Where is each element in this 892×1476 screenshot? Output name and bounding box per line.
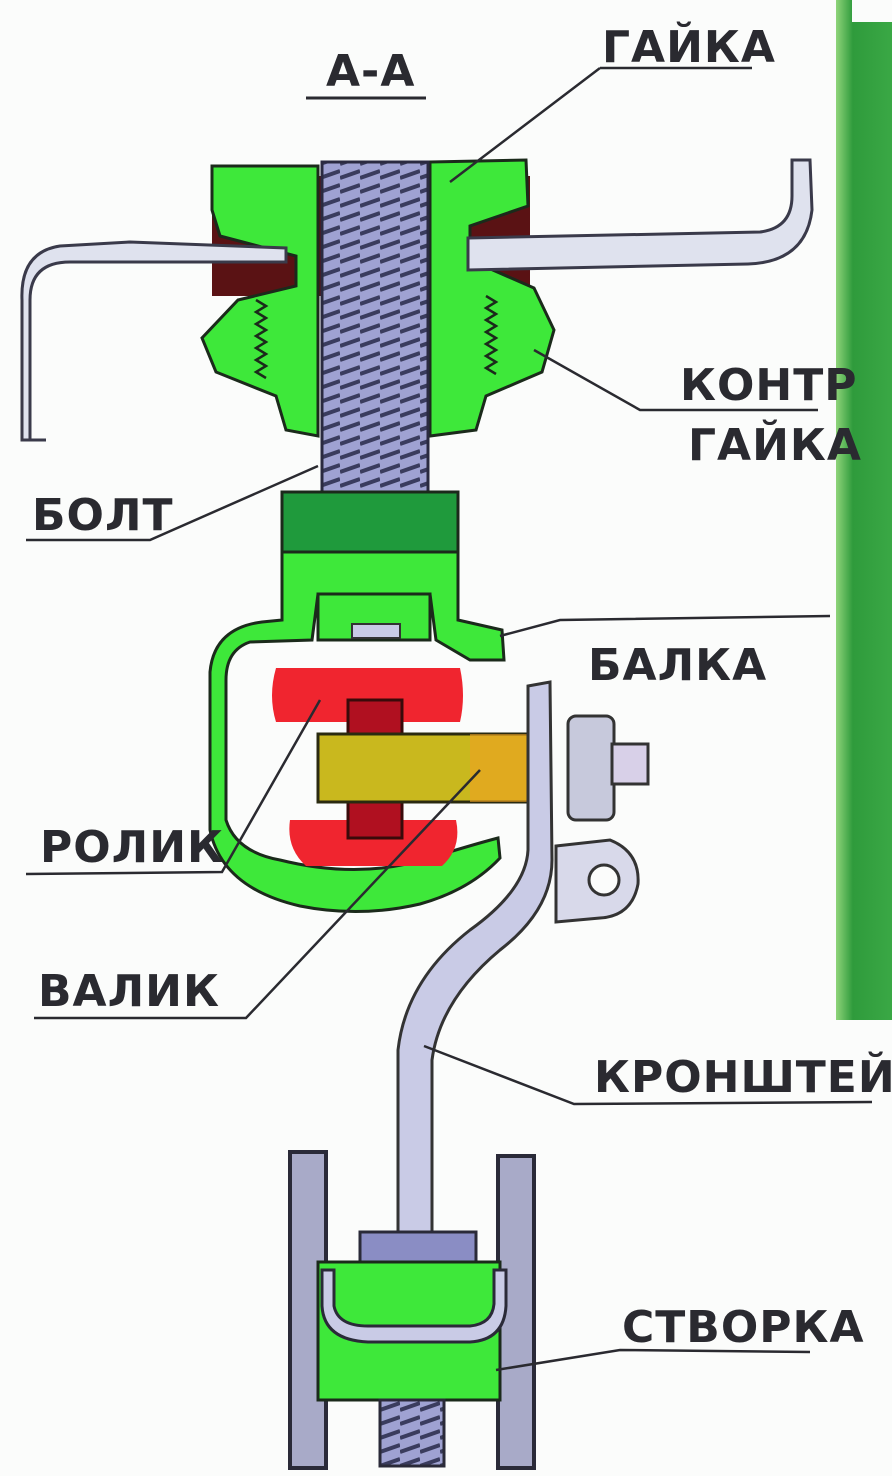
wall-strip-highlight (852, 0, 892, 22)
beam (208, 550, 506, 913)
sash-bracket-cup (320, 1268, 508, 1344)
locknut-thread-left (253, 298, 269, 380)
strap-right (466, 158, 814, 272)
leader-lines (25, 66, 873, 1372)
wall-strip (836, 0, 892, 1020)
label-beam: БАЛКА (588, 640, 767, 691)
section-label: А-А (326, 46, 415, 97)
label-sash: СТВОРКА (622, 1302, 865, 1353)
shaft-tip (470, 734, 530, 802)
nut-right (428, 158, 556, 438)
bracket-nut (566, 714, 616, 822)
roller-top (272, 668, 463, 722)
label-shaft: ВАЛИК (38, 966, 220, 1017)
beam-pin (351, 623, 401, 639)
locknut-thread-right (483, 294, 499, 376)
bracket-lug-hole (587, 863, 621, 897)
label-roller: РОЛИК (40, 822, 224, 873)
bracket-bolt-end (610, 742, 650, 786)
bolt (320, 160, 430, 498)
label-nut: ГАЙКА (602, 20, 776, 73)
label-locknut-2: ГАЙКА (688, 418, 862, 471)
strap-left (20, 240, 288, 442)
sash-head-nut (358, 1230, 478, 1264)
label-locknut-1: КОНТР (680, 360, 857, 411)
roller-bottom (289, 820, 458, 866)
label-bolt: БОЛТ (32, 490, 174, 541)
label-bracket: КРОНШТЕЙН (594, 1050, 892, 1103)
sash-bolt (378, 1398, 446, 1468)
beam-top-band (280, 490, 460, 554)
